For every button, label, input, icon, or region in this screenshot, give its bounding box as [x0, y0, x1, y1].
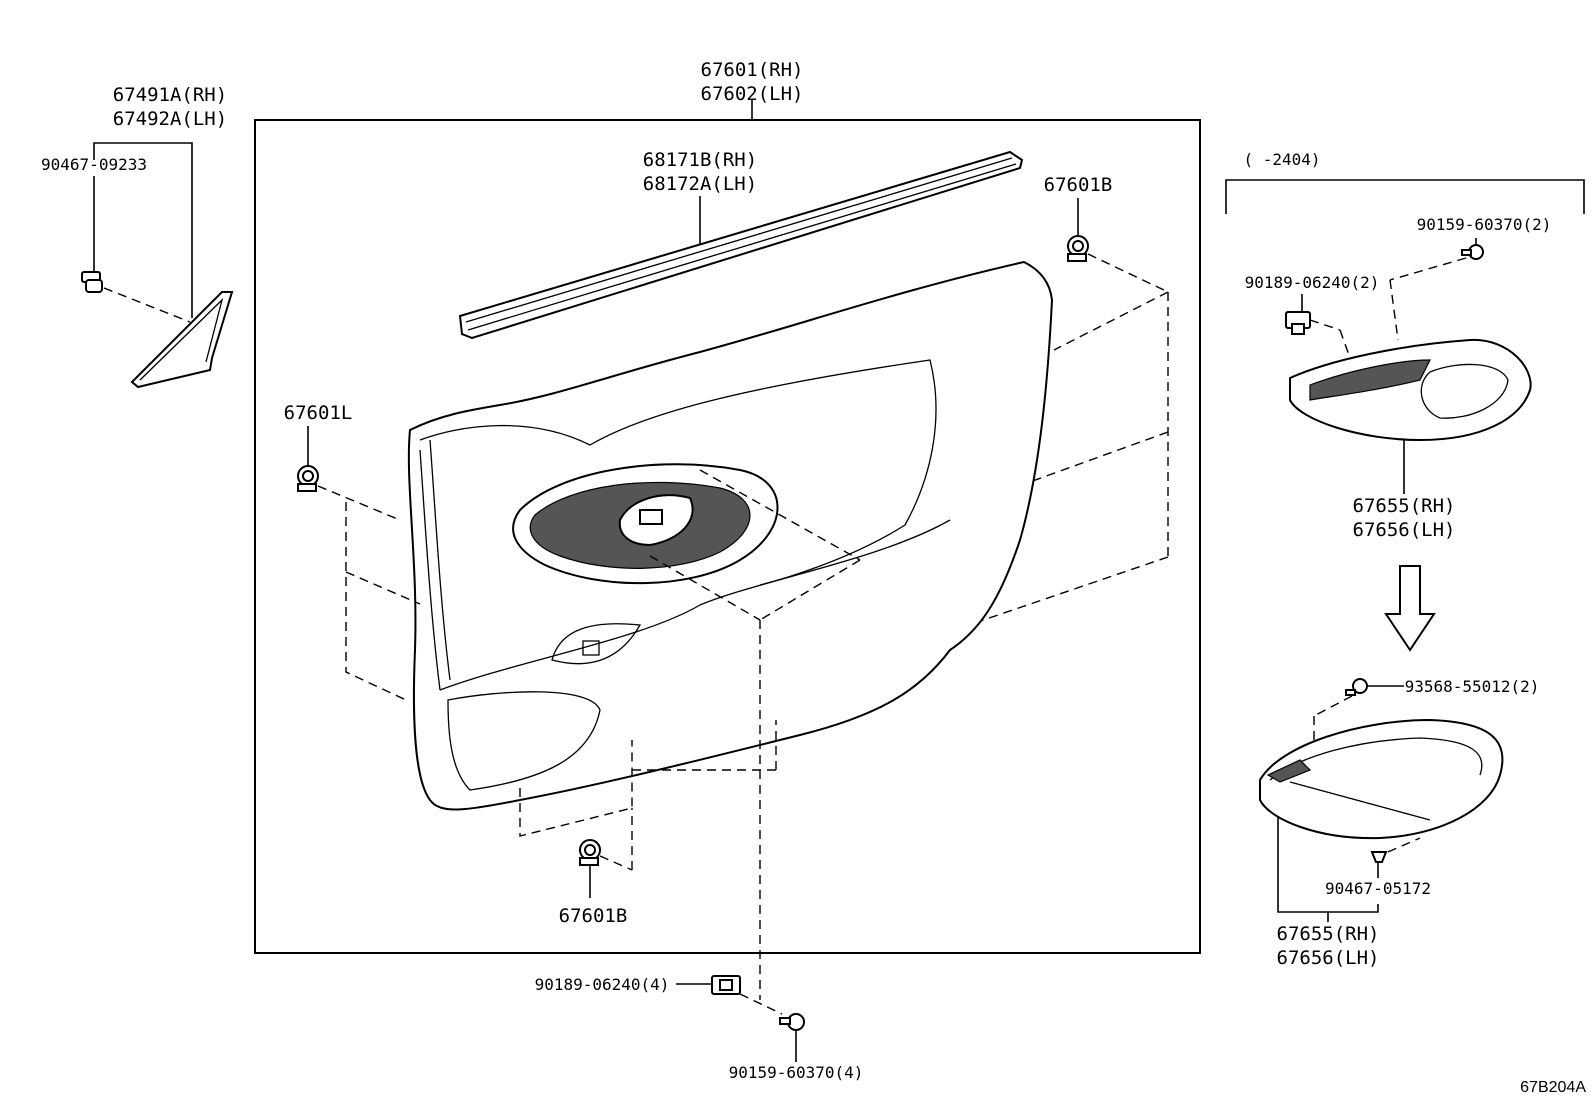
label-clip-top-right[interactable]: 67601B — [1044, 174, 1113, 196]
weatherstrip-part[interactable] — [458, 150, 1024, 340]
label-clip-cover[interactable]: 90467-09233 — [41, 155, 147, 174]
label-weatherstrip-rh[interactable]: 68171B(RH) — [643, 149, 757, 171]
label-date-range[interactable]: ( -2404) — [1243, 150, 1320, 169]
down-arrow-icon — [1384, 565, 1436, 652]
diagram-reference: 67B204A — [1520, 1079, 1586, 1096]
screw-inset-icon[interactable] — [1461, 244, 1484, 260]
label-armrest-top-lh[interactable]: 67656(LH) — [1353, 519, 1456, 541]
nut-inset-icon[interactable] — [1285, 311, 1311, 335]
label-armrest-bottom-rh[interactable]: 67655(RH) — [1277, 923, 1380, 945]
label-armrest-top-rh[interactable]: 67655(RH) — [1353, 495, 1456, 517]
clip-left-icon[interactable] — [297, 465, 319, 492]
label-armrest-bottom-lh[interactable]: 67656(LH) — [1277, 947, 1380, 969]
label-nut-inset[interactable]: 90189-06240(2) — [1245, 273, 1380, 292]
clip-top-right-icon[interactable] — [1067, 235, 1089, 262]
label-screw-bottom[interactable]: 90159-60370(4) — [729, 1063, 864, 1082]
armrest-upper-part[interactable] — [1289, 338, 1532, 442]
clip-bottom-icon[interactable] — [579, 839, 601, 866]
clip-lower-icon[interactable] — [1370, 851, 1388, 863]
label-door-board-lh[interactable]: 67602(LH) — [701, 83, 804, 105]
label-screw-lower[interactable]: 93568-55012(2) — [1405, 677, 1540, 696]
label-cover-rh[interactable]: 67491A(RH) — [113, 84, 227, 106]
label-cover-lh[interactable]: 67492A(LH) — [113, 108, 227, 130]
label-nut-bottom[interactable]: 90189-06240(4) — [535, 975, 670, 994]
screw-bottom-icon[interactable] — [779, 1013, 805, 1031]
label-clip-left[interactable]: 67601L — [284, 402, 353, 424]
clip-cover-icon[interactable] — [81, 271, 103, 293]
armrest-lower-part[interactable] — [1259, 718, 1504, 840]
label-screw-inset[interactable]: 90159-60370(2) — [1417, 215, 1552, 234]
label-clip-lower[interactable]: 90467-05172 — [1325, 879, 1431, 898]
label-door-board-rh[interactable]: 67601(RH) — [701, 59, 804, 81]
label-weatherstrip-lh[interactable]: 68172A(LH) — [643, 173, 757, 195]
screw-lower-icon[interactable] — [1345, 678, 1368, 696]
label-clip-bottom[interactable]: 67601B — [559, 905, 628, 927]
door-trim-board[interactable] — [407, 260, 1054, 811]
door-board-frame — [254, 119, 1201, 954]
nut-bottom-icon[interactable] — [711, 975, 741, 995]
